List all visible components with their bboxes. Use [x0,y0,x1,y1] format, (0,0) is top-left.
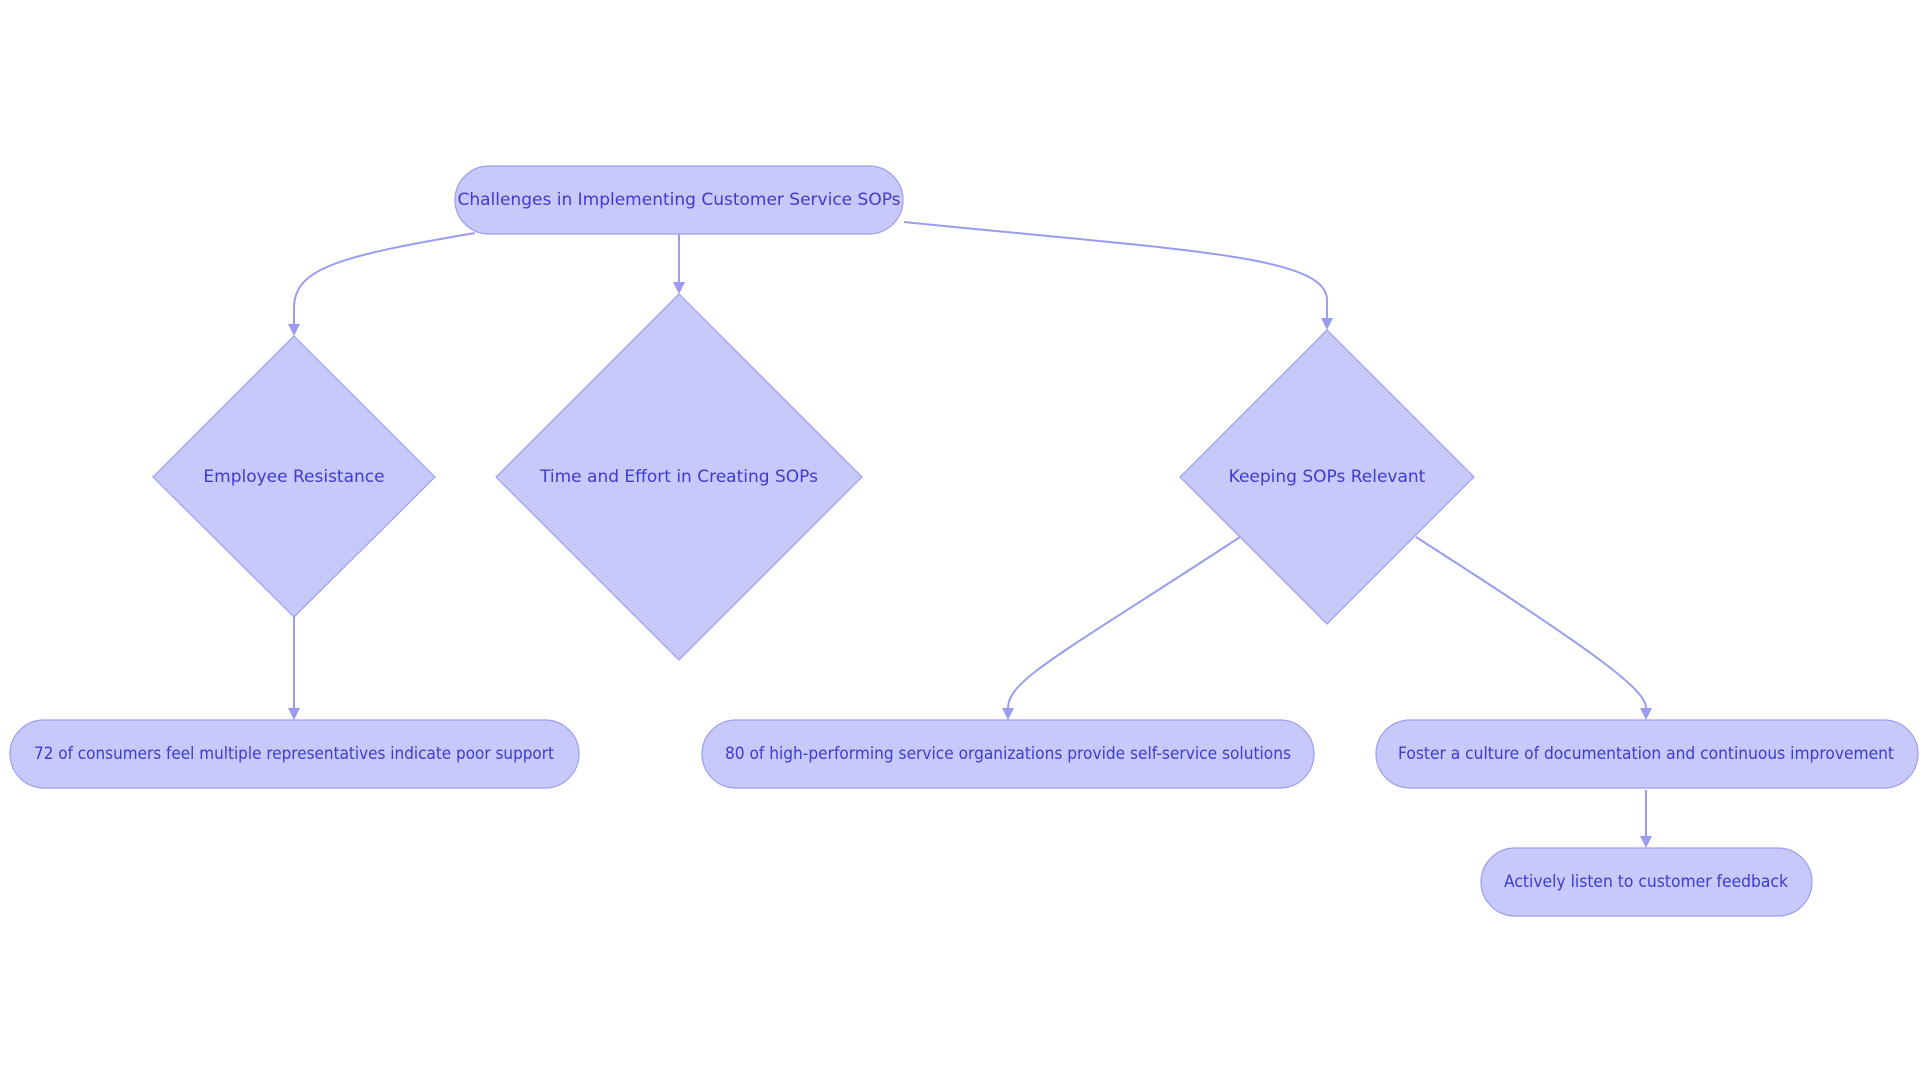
node-feedback[interactable]: Actively listen to customer feedback [1480,847,1813,917]
edge-keeping-relevant-to-culture [1415,536,1652,720]
edge-root-to-keeping-relevant [903,221,1333,330]
edge-keeping-relevant-to-self-service-stat [1002,536,1241,720]
node-employee-resistance[interactable]: Employee Resistance [152,335,436,618]
node-employee-resistance-label: Employee Resistance [203,467,384,487]
node-consumers-stat[interactable]: 72 of consumers feel multiple representa… [9,719,580,789]
nodes: Challenges in Implementing Customer Serv… [9,165,1919,917]
node-self-service-stat-label: 80 of high-performing service organizati… [725,744,1291,764]
node-culture[interactable]: Foster a culture of documentation and co… [1375,719,1919,789]
node-self-service-stat[interactable]: 80 of high-performing service organizati… [701,719,1315,789]
edges [288,221,1652,848]
node-keeping-relevant[interactable]: Keeping SOPs Relevant [1179,329,1475,625]
node-feedback-label: Actively listen to customer feedback [1504,872,1788,892]
node-root[interactable]: Challenges in Implementing Customer Serv… [454,165,904,235]
node-time-effort-label: Time and Effort in Creating SOPs [539,467,818,487]
node-consumers-stat-label: 72 of consumers feel multiple representa… [34,744,554,764]
node-time-effort[interactable]: Time and Effort in Creating SOPs [495,293,863,661]
node-root-label: Challenges in Implementing Customer Serv… [457,190,900,210]
node-culture-label: Foster a culture of documentation and co… [1398,744,1894,764]
node-keeping-relevant-label: Keeping SOPs Relevant [1229,467,1426,487]
edge-root-to-employee-resistance [288,232,476,336]
